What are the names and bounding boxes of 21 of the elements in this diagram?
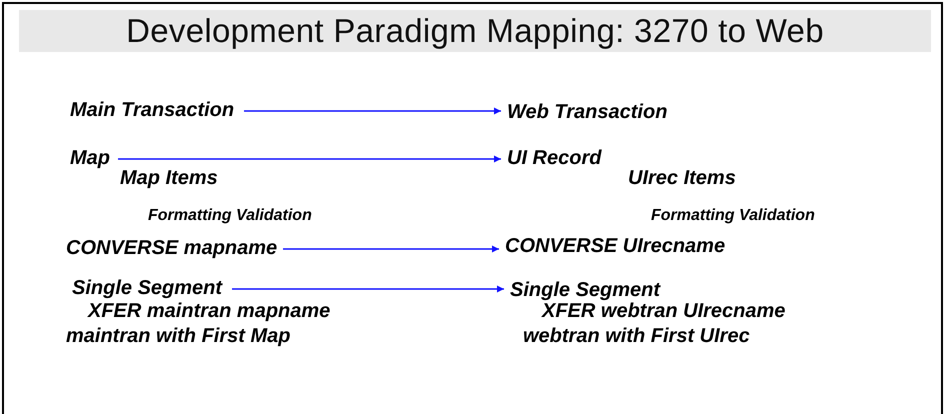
- label: maintran with First Map: [66, 324, 290, 348]
- label: Map Items: [120, 166, 218, 190]
- arrow: [244, 108, 501, 114]
- label: XFER maintran mapname: [88, 299, 330, 323]
- node-text: Web Transaction: [507, 100, 668, 124]
- label: Formatting Validation: [651, 206, 815, 225]
- arrow: [232, 286, 504, 292]
- node-text: UI Record: [507, 146, 602, 170]
- node-text: Single Segment: [510, 278, 660, 302]
- arrow: [118, 156, 501, 162]
- label: XFER webtran UIrecname: [542, 300, 786, 323]
- node-text: Single Segment: [72, 276, 222, 300]
- node-text: CONVERSE mapname: [66, 236, 278, 260]
- label: UIrec Items: [628, 166, 736, 190]
- label: Formatting Validation: [148, 206, 312, 225]
- node-text: Main Transaction: [70, 98, 234, 122]
- label: webtran with First UIrec: [523, 324, 750, 348]
- arrow: [283, 246, 499, 252]
- title: Development Paradigm Mapping: 3270 to Web: [19, 10, 931, 52]
- node-text: Map: [70, 146, 110, 170]
- node-text: CONVERSE UIrecname: [505, 234, 726, 258]
